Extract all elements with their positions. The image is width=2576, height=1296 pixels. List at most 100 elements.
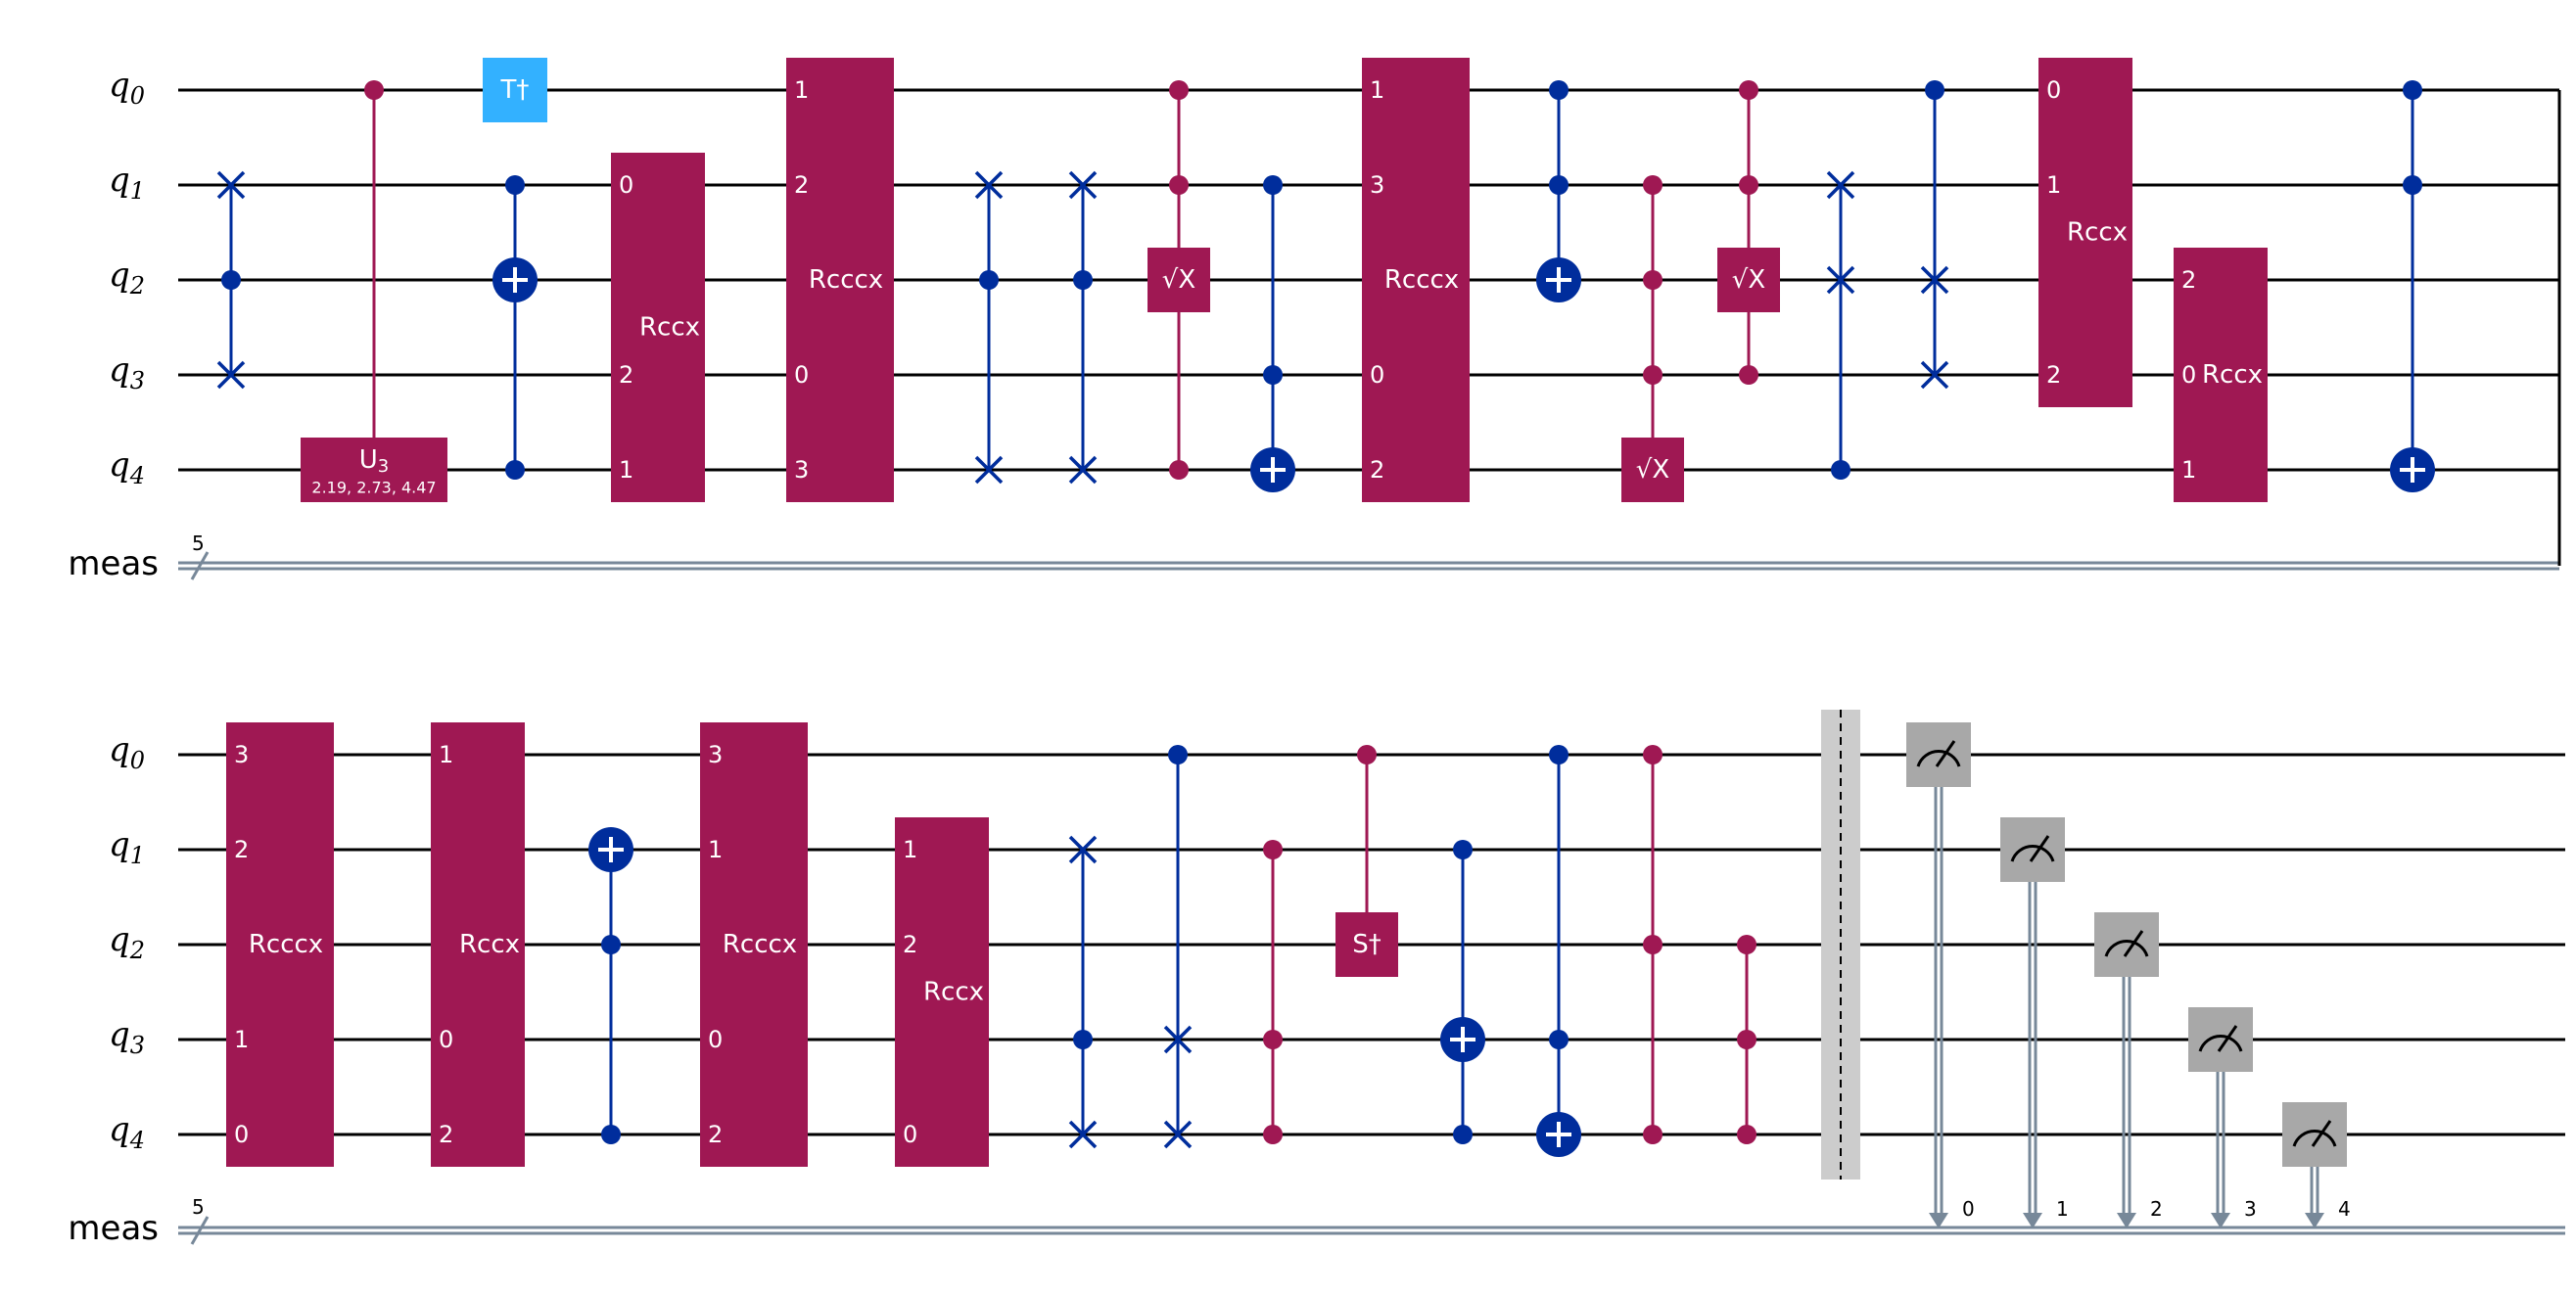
bit-index: 1 [2056,1197,2069,1221]
gate-cnot [588,827,633,1144]
multi-gate-label: Rcccx [249,930,323,959]
control-dot [221,270,241,290]
pin-label: 1 [708,836,723,863]
control-dot [1831,460,1850,480]
gate-swap [1068,835,1098,1149]
gate-cz [1643,745,1663,1144]
control-dot [505,175,525,195]
multi-gate-box [895,817,989,1167]
bit-index: 4 [2338,1197,2351,1221]
measure-box [2282,1102,2347,1167]
multi-gate-label: Rccx [459,930,520,959]
multi-gate-box [611,153,705,502]
measure-box [2000,817,2065,882]
control-dot [979,270,999,290]
pin-label: 0 [903,1121,917,1148]
qubit-label-q0: q0 [109,730,145,774]
qubit-label-q1: q1 [109,825,145,869]
control-dot [601,935,621,954]
control-dot [1453,1125,1473,1144]
gate-swap [1068,170,1098,485]
measure-arrow [2305,1213,2324,1228]
swap-cross [974,170,1004,200]
swap-cross [1068,835,1098,864]
pin-label: 0 [234,1121,249,1148]
control-dot [1739,365,1758,385]
classical-bus-slash [190,1216,210,1245]
gate-swap [1163,745,1193,1149]
control-dot [1739,80,1758,100]
pin-label: 1 [2046,171,2061,199]
control-dot [1549,745,1569,764]
meter-needle [1935,740,1956,767]
control-dot [1737,1125,1756,1144]
row-1-labels: q0 q1 q2 q3 q4 meas 5 [68,66,204,583]
qubit-label-q2: q2 [109,255,145,300]
gate-box [1335,912,1398,977]
gate-swap [1826,170,1855,480]
control-dot [1357,745,1377,764]
control-dot [1549,1030,1569,1049]
control-dot [1643,1125,1663,1144]
qubit-label-q0: q0 [109,66,145,110]
pin-label: 2 [903,931,917,958]
pin-label: 3 [708,741,723,768]
classical-bus-slash [190,551,210,580]
meter-needle [2123,930,2144,957]
control-dot [505,460,525,480]
multi-gate-box [431,722,525,1167]
gate-label: S† [1352,930,1382,959]
measure-box [2094,912,2159,977]
multi-gate-label: Rcccx [1384,265,1459,295]
swap-cross [1826,170,1855,200]
gate-swap [1920,80,1949,390]
meter-arc [2010,845,2055,862]
control-dot [1643,935,1663,954]
gate-swap [216,170,246,390]
control-dot [1168,745,1188,764]
bit-index: 2 [2150,1197,2163,1221]
control-dot [1073,1030,1093,1049]
meter-arc [2292,1130,2337,1147]
gate-cnot [1536,745,1581,1157]
qubit-label-q4: q4 [109,1110,145,1154]
gate-measure: 0 [1906,722,1975,1228]
gate-box [1621,438,1684,502]
control-dot [1643,175,1663,195]
measure-arrow [2211,1213,2230,1228]
control-dot [2403,80,2422,100]
swap-cross [1068,1120,1098,1149]
gate-cnot [492,175,538,480]
multi-gate-box [700,722,808,1167]
gate-cz [1263,840,1283,1144]
multi-gate-label: Rccx [2202,360,2263,390]
control-dot [1263,840,1283,859]
pin-label: 0 [794,361,809,389]
pin-label: 2 [234,836,249,863]
gate-cnot [1536,80,1581,302]
control-dot [364,80,384,100]
gate-measure: 3 [2188,1007,2257,1228]
swap-cross [216,360,246,390]
qubit-label-q3: q3 [109,350,145,394]
pin-label: 0 [2046,76,2061,104]
control-dot [1643,745,1663,764]
measure-box [2188,1007,2253,1072]
pin-label: 2 [2181,266,2196,294]
control-dot [1549,175,1569,195]
gate-label: U3 [359,445,389,477]
pin-label: 1 [234,1026,249,1053]
control-dot [1263,365,1283,385]
gate-box [1717,248,1780,312]
gate-cz [1737,935,1756,1144]
meter-needle [2217,1025,2238,1052]
gate-box: √X [1147,80,1210,480]
multi-gate-box [1362,58,1470,502]
